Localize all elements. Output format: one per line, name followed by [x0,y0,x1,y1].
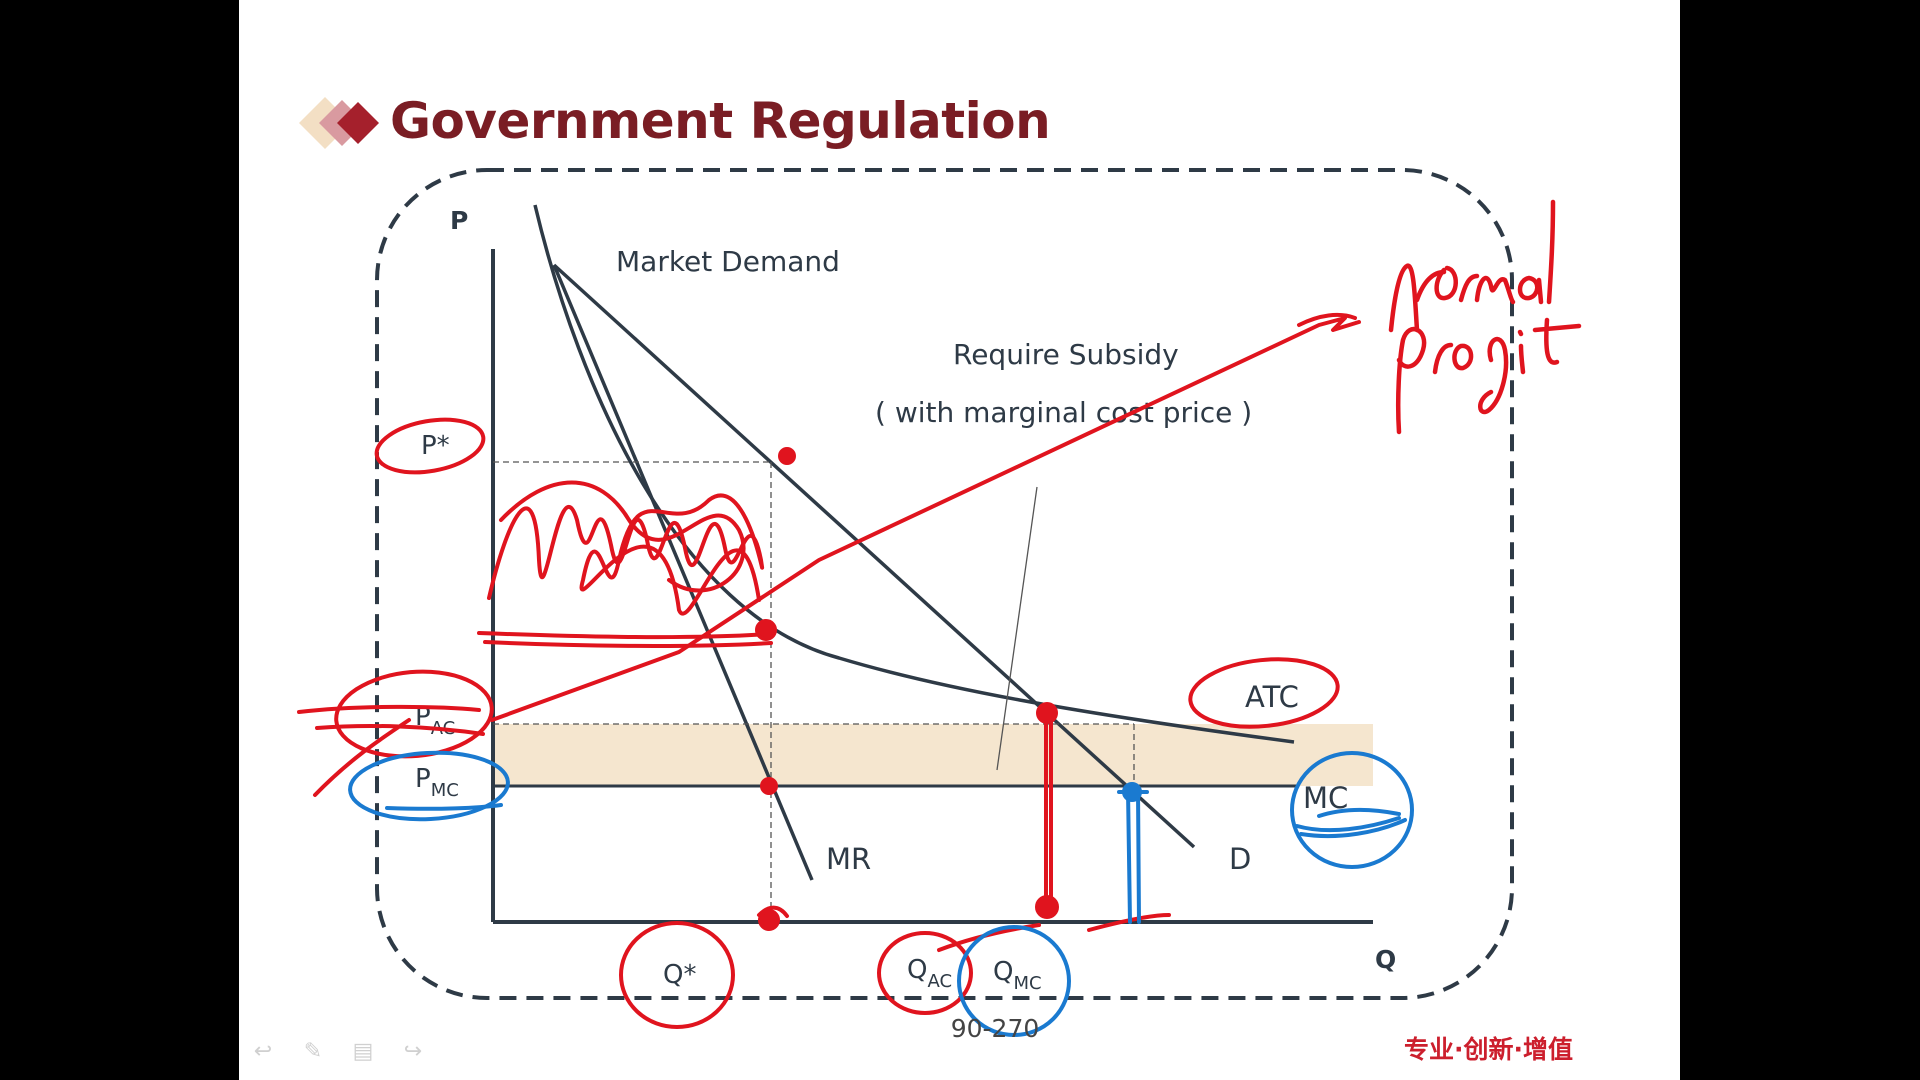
q-mc-drop [1126,788,1132,924]
point-q-ac [1035,895,1059,919]
x-axis-label: Q [1375,945,1396,974]
market-demand-label: Market Demand [616,245,840,278]
guide-lines [493,461,1135,922]
blue-ink-annotations [348,750,1414,1037]
p-mc-label: PMC [415,764,459,801]
y-axis-label: P [450,206,468,235]
q-ac-label: QAC [907,955,952,992]
slide-title: Government Regulation [390,92,1051,150]
p-mc-circle [348,750,510,822]
profit-scribble [487,493,765,616]
q-mc-circle [957,925,1071,1037]
slide: Government Regulation P Q Market Demand [239,0,1680,1080]
slide-nav-toolbar: ↩ ✎ ▤ ↪ [249,1040,427,1064]
point-d-mc [1122,782,1142,802]
p-star-circle [374,417,486,475]
handwritten-normal-profit [1388,199,1582,435]
atc-circle [1188,657,1340,729]
q-star-label: Q* [663,960,696,990]
subsidy-callout-line [996,486,1038,771]
demand-curve [552,263,1196,849]
mr-label: MR [826,842,871,876]
atc-curve [533,204,1295,744]
forward-arrow-icon[interactable]: ↪ [403,1039,423,1064]
q-mc-label: QMC [993,957,1042,994]
q-ac-circle [877,931,973,1015]
pen-icon[interactable]: ✎ [303,1039,323,1064]
p-ac-circle [334,669,494,759]
footer-slogan: 专业·创新·增值 [1404,1035,1573,1064]
dashed-frame [375,168,1514,1000]
menu-icon[interactable]: ▤ [352,1039,374,1064]
title-diamonds-logo [299,97,379,149]
page-number: 90-270 [950,1014,1040,1043]
atc-label: ATC [1245,680,1299,714]
point-atc-min [755,619,777,641]
point-mr-mc [760,777,778,795]
q-star-circle [619,921,735,1029]
regulation-diagram: P Q Market Demand Require Subsidy ( with… [297,168,1582,1037]
point-d-atc [1036,702,1058,724]
p-star-label: P* [421,431,450,461]
require-subsidy-label: Require Subsidy [953,338,1179,371]
d-label: D [1229,842,1251,876]
red-ink-annotations [297,199,1582,1029]
point-p-star [778,447,796,465]
back-arrow-icon[interactable]: ↩ [253,1039,273,1064]
subsidy-note-label: ( with marginal cost price ) [875,396,1252,429]
mc-circle [1290,751,1414,869]
point-q-star [758,909,780,931]
profit-arrow [490,316,1361,722]
